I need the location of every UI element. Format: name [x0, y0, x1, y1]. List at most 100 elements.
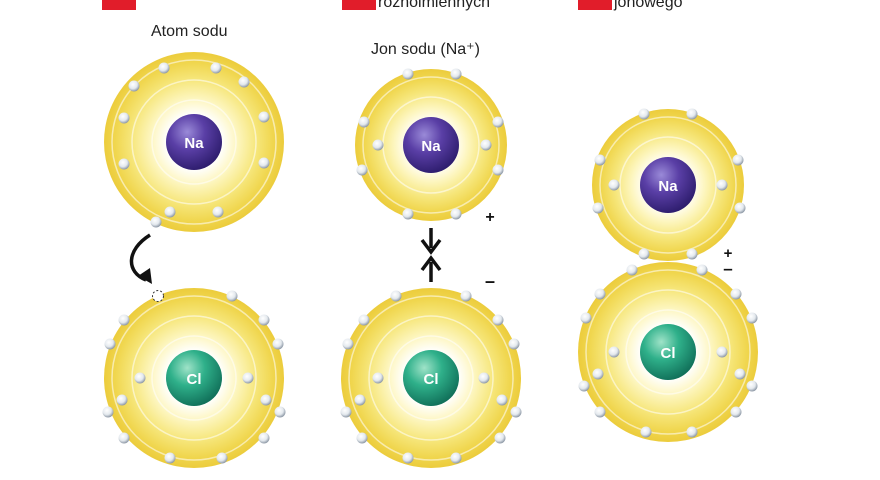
atom-cl-1-nucleus	[166, 350, 222, 406]
ion-na-3-nucleus	[640, 157, 696, 213]
attraction-arrowhead-up	[420, 255, 442, 272]
ion-cl-2-shell-mid	[368, 315, 494, 441]
electron	[450, 208, 462, 220]
atom-na-1-symbol: Na	[184, 135, 204, 152]
electron	[118, 158, 130, 170]
electron	[372, 372, 384, 384]
electron	[258, 157, 270, 169]
electron	[608, 179, 620, 191]
ion-cl-3-electrons	[578, 264, 758, 438]
electron	[216, 452, 228, 464]
atom-cl-1: Cl	[102, 288, 286, 468]
electron	[734, 368, 746, 380]
header-marker-1	[102, 0, 136, 10]
ion-na-3-shell-outer	[599, 116, 737, 254]
electron	[390, 290, 402, 302]
electron	[608, 346, 620, 358]
ion-na-2-nucleus	[403, 117, 459, 173]
charge-minus-3: –	[723, 259, 732, 278]
charge-plus-2: +	[485, 209, 494, 226]
atom-cl-1-electrons	[102, 290, 286, 464]
electron	[592, 202, 604, 214]
electron	[730, 406, 742, 418]
electron	[686, 248, 698, 260]
ion-cl-2-symbol: Cl	[424, 371, 439, 388]
electron	[340, 406, 352, 418]
ion-cl-2-shell-outer	[348, 295, 514, 461]
electron	[354, 394, 366, 406]
ion-na-3-shell-inner	[619, 136, 717, 234]
electron	[730, 288, 742, 300]
electron	[578, 380, 590, 392]
header-marker-3	[578, 0, 612, 10]
atom-cl-1-shell-mid	[131, 315, 257, 441]
electron	[460, 290, 472, 302]
electron	[258, 111, 270, 123]
electron	[732, 154, 744, 166]
atom-na-1-electrons	[118, 62, 270, 228]
ion-cl-3-shell-mid	[605, 289, 731, 415]
electron	[492, 164, 504, 176]
ion-na-3: Na	[592, 108, 746, 261]
electron	[258, 432, 270, 444]
ion-na-3-electrons	[592, 108, 746, 260]
electron	[594, 154, 606, 166]
ion-na-3-symbol: Na	[658, 178, 678, 195]
ion-na-2-electrons	[356, 68, 504, 220]
header-marker-2	[342, 0, 376, 10]
electron	[478, 372, 490, 384]
attraction-arrowhead-down	[420, 238, 442, 255]
electron	[260, 394, 272, 406]
electron	[274, 406, 286, 418]
atom-na-1-shell-mid	[131, 79, 257, 205]
electron-transfer-arrowhead	[138, 268, 152, 284]
charge-plus-3: +	[724, 245, 733, 262]
electron	[102, 406, 114, 418]
electron	[226, 290, 238, 302]
electron	[592, 368, 604, 380]
ion-cl-2-shell-inner	[388, 335, 474, 421]
atom-na-1-nucleus	[166, 114, 222, 170]
ion-cl-3-shell-outer	[585, 269, 751, 435]
ion-na-2: Na	[355, 68, 507, 221]
atom-cl-1-shell-outer	[111, 295, 277, 461]
electron	[508, 338, 520, 350]
electron-vacancy	[152, 290, 164, 302]
electron	[272, 338, 284, 350]
ion-cl-3: Cl	[578, 262, 758, 442]
electron	[356, 164, 368, 176]
charge-minus-2: –	[485, 271, 495, 291]
electron	[734, 202, 746, 214]
label-sodium-ion: Jon sodu (Na⁺)	[371, 41, 480, 58]
electron-valence	[150, 216, 162, 228]
electron	[402, 68, 414, 80]
electron	[594, 406, 606, 418]
electron	[342, 338, 354, 350]
electron	[746, 380, 758, 392]
ion-cl-3-symbol: Cl	[661, 345, 676, 362]
ion-cl-2-electrons	[340, 290, 522, 464]
electron	[356, 432, 368, 444]
label-sodium-atom: Atom sodu	[151, 23, 228, 40]
electron	[696, 264, 708, 276]
electron	[686, 426, 698, 438]
electron	[104, 338, 116, 350]
ion-na-2-symbol: Na	[421, 138, 441, 155]
attraction-arrows	[420, 228, 442, 282]
atom-cl-1-shell-inner	[151, 335, 237, 421]
electron	[638, 248, 650, 260]
electron	[450, 452, 462, 464]
electron	[258, 314, 270, 326]
ion-cl-3-shell-inner	[625, 309, 711, 395]
electron	[594, 288, 606, 300]
ion-cl-3-nucleus	[640, 324, 696, 380]
electron	[242, 372, 254, 384]
electron	[580, 312, 592, 324]
electron	[116, 394, 128, 406]
ion-cl-2: Cl	[340, 288, 522, 468]
electron	[716, 179, 728, 191]
electron	[686, 108, 698, 120]
atom-na-1-shell-inner	[151, 99, 237, 185]
electron	[492, 116, 504, 128]
